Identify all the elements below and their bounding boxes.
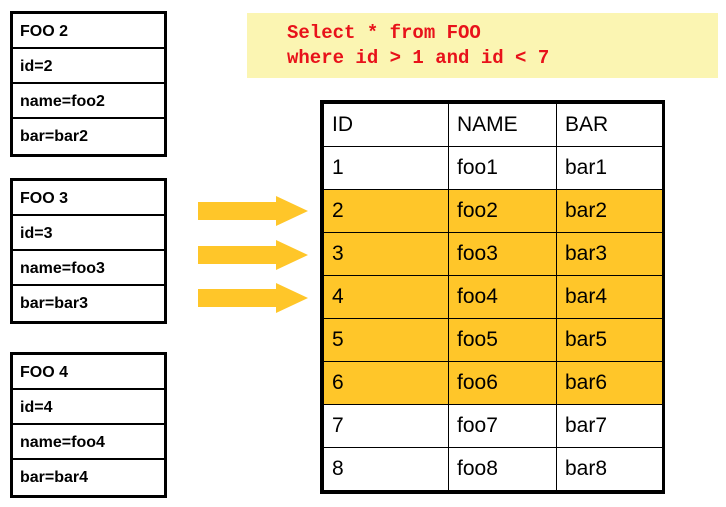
record-field-name: name=foo3	[13, 251, 164, 286]
record-field-bar: bar=bar3	[20, 295, 89, 312]
table-row: 1 foo1 bar1	[323, 146, 663, 190]
record-field-id: id=4	[13, 390, 164, 425]
arrow-right-icon	[198, 283, 308, 313]
arrow-right-icon	[198, 196, 308, 226]
cell-name: foo3	[448, 232, 557, 276]
record-field-id: id=3	[13, 216, 164, 251]
record-field-id: id=2	[13, 49, 164, 84]
result-table: ID NAME BAR 1 foo1 bar1 2 foo2 bar2 3 fo…	[320, 100, 665, 494]
record-field-name: name=foo2	[13, 84, 164, 119]
record-title: FOO 3	[13, 181, 164, 216]
record-field-bar: bar=bar2	[20, 128, 89, 145]
cell-name: foo4	[448, 275, 557, 319]
table-row: 6 foo6 bar6	[323, 361, 663, 405]
cell-name: foo1	[448, 146, 557, 190]
cell-name: foo5	[448, 318, 557, 362]
table-row: 7 foo7 bar7	[323, 404, 663, 448]
cell-id: 5	[323, 318, 449, 362]
cell-bar: bar5	[556, 318, 663, 362]
cell-bar: bar3	[556, 232, 663, 276]
cell-name: foo6	[448, 361, 557, 405]
sql-query-box: Select * from FOO where id > 1 and id < …	[247, 13, 718, 78]
table-header-row: ID NAME BAR	[323, 103, 663, 147]
record-box-foo-4: FOO 4 id=4 name=foo4 bar=bar4	[10, 352, 167, 498]
record-box-foo-2: FOO 2 id=2 name=foo2 bar=bar2	[10, 11, 167, 157]
sql-query-line-2: where id > 1 and id < 7	[287, 47, 550, 69]
table-row: 4 foo4 bar4	[323, 275, 663, 319]
cell-bar: bar6	[556, 361, 663, 405]
cell-id: 4	[323, 275, 449, 319]
cell-id: 6	[323, 361, 449, 405]
table-row: 2 foo2 bar2	[323, 189, 663, 233]
sql-query-line-1: Select * from FOO	[287, 22, 481, 44]
table-row: 5 foo5 bar5	[323, 318, 663, 362]
cell-name: foo8	[448, 447, 557, 491]
cell-id: 8	[323, 447, 449, 491]
record-field-bar: bar=bar4	[20, 469, 89, 486]
cell-id: 1	[323, 146, 449, 190]
column-header-bar: BAR	[556, 103, 663, 147]
record-box-foo-3: FOO 3 id=3 name=foo3 bar=bar3	[10, 178, 167, 324]
cell-bar: bar4	[556, 275, 663, 319]
arrow-right-icon	[198, 240, 308, 270]
column-header-name: NAME	[448, 103, 557, 147]
record-title: FOO 2	[13, 14, 164, 49]
cell-bar: bar1	[556, 146, 663, 190]
table-row: 3 foo3 bar3	[323, 232, 663, 276]
cell-name: foo2	[448, 189, 557, 233]
record-title: FOO 4	[13, 355, 164, 390]
record-field-name: name=foo4	[13, 425, 164, 460]
cell-bar: bar7	[556, 404, 663, 448]
cell-id: 7	[323, 404, 449, 448]
cell-bar: bar8	[556, 447, 663, 491]
cell-name: foo7	[448, 404, 557, 448]
cell-id: 3	[323, 232, 449, 276]
table-row: 8 foo8 bar8	[323, 447, 663, 491]
cell-id: 2	[323, 189, 449, 233]
column-header-id: ID	[323, 103, 449, 147]
cell-bar: bar2	[556, 189, 663, 233]
